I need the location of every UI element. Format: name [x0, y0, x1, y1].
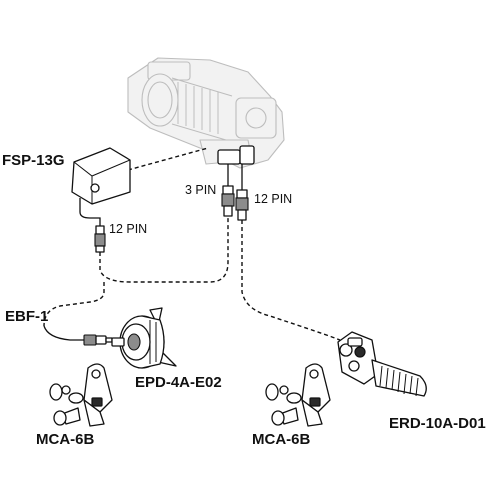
label-mca-6b-left: MCA-6B — [36, 431, 94, 448]
mca-6b-right-bracket — [265, 363, 331, 427]
label-mca-6b-right: MCA-6B — [252, 431, 310, 448]
label-epd-4a-e02: EPD-4A-E02 — [135, 374, 222, 391]
camera-lens-illustration — [127, 57, 285, 169]
ebf-cable — [43, 282, 105, 327]
erd-cable — [241, 220, 341, 341]
label-fsp-13g: FSP-13G — [2, 152, 65, 169]
epd-4a-e02-motor — [111, 307, 177, 369]
erd-10a-d01-handgrip — [337, 331, 427, 397]
3pin-connector — [221, 164, 235, 217]
mca-6b-left-bracket — [49, 363, 113, 427]
label-ebf-1: EBF-1 — [5, 308, 48, 325]
lens-12pin-connector — [235, 164, 249, 221]
ebf-1-connector — [43, 325, 113, 346]
fsp-12pin-connector — [94, 225, 106, 253]
fsp-to-3pin-cable — [99, 216, 229, 283]
label-12-pin-left: 12 PIN — [109, 222, 147, 236]
label-3-pin: 3 PIN — [185, 183, 216, 197]
label-12-pin-right: 12 PIN — [254, 192, 292, 206]
fsp-13g-device — [71, 147, 131, 228]
label-erd-10a-d01: ERD-10A-D01 — [389, 415, 486, 432]
fsp-to-lens-cable — [127, 147, 209, 171]
